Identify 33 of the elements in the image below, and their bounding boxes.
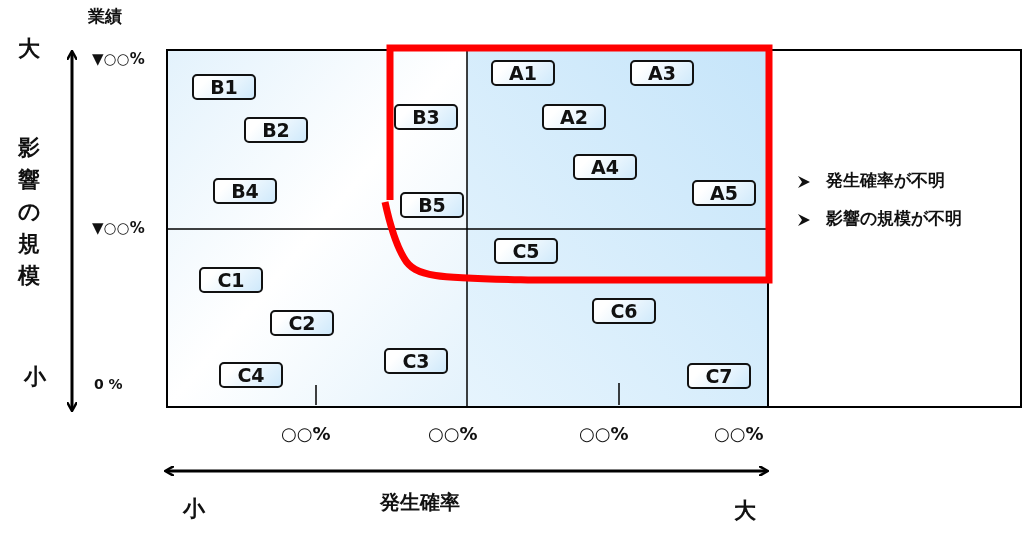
risk-tag: A3 bbox=[630, 60, 694, 86]
tick-label: ○○% bbox=[714, 425, 764, 443]
tick-label: ○○% bbox=[281, 425, 331, 443]
risk-tag: C2 bbox=[270, 310, 334, 336]
risk-tag: A4 bbox=[573, 154, 637, 180]
risk-tag: B1 bbox=[192, 74, 256, 100]
risk-tag: A2 bbox=[542, 104, 606, 130]
note-text: 影響の規模が不明 bbox=[826, 210, 962, 227]
risk-tag: B3 bbox=[394, 104, 458, 130]
risk-tag: C4 bbox=[219, 362, 283, 388]
axis-end-label: 小 bbox=[24, 366, 46, 388]
tick-label: ○○% bbox=[579, 425, 629, 443]
risk-tag: C7 bbox=[687, 363, 751, 389]
risk-tag: B2 bbox=[244, 117, 308, 143]
axis-title: 影響の規模 bbox=[18, 134, 42, 290]
risk-tag: B5 bbox=[400, 192, 464, 218]
axis-end-label: 大 bbox=[18, 38, 40, 60]
risk-tag: A1 bbox=[491, 60, 555, 86]
tick-label: ○○% bbox=[428, 425, 478, 443]
risk-tag: C1 bbox=[199, 267, 263, 293]
tick-label: ▼○○% bbox=[92, 221, 145, 236]
risk-tag: B4 bbox=[213, 178, 277, 204]
axis-end-label: 小 bbox=[183, 498, 205, 520]
risk-tag: C3 bbox=[384, 348, 448, 374]
tick-label: ▼○○% bbox=[92, 52, 145, 67]
note-text: 発生確率が不明 bbox=[826, 172, 945, 189]
axis-title: 発生確率 bbox=[380, 492, 460, 512]
axis-title: 業績 bbox=[88, 8, 122, 25]
risk-tag: A5 bbox=[692, 180, 756, 206]
tick-label: 0 % bbox=[94, 377, 123, 391]
risk-tag: C6 bbox=[592, 298, 656, 324]
risk-tag: C5 bbox=[494, 238, 558, 264]
axis-end-label: 大 bbox=[734, 500, 756, 522]
